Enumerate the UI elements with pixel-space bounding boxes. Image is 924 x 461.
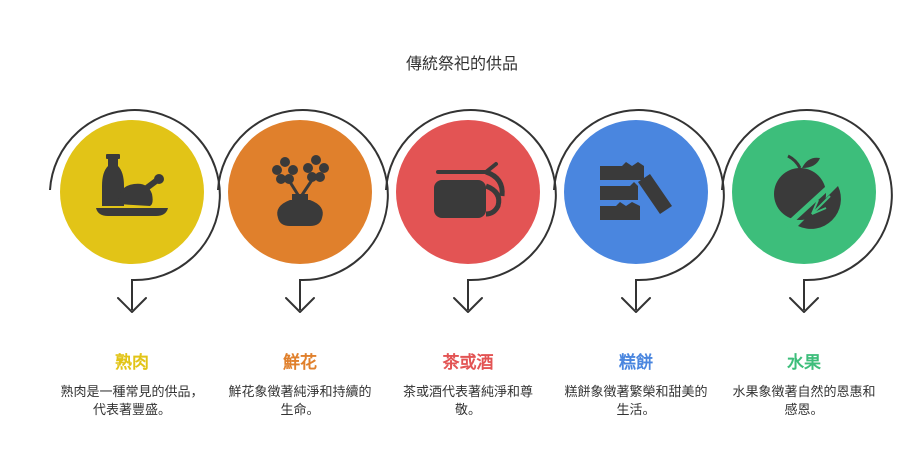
item-description-4: 糕餅象徵著繁榮和甜美的生活。 [564,385,708,418]
arrow-down-icon [789,297,819,313]
roast-chicken-icon [96,154,168,216]
connector-arc-5 [721,109,893,310]
cakes-icon [600,162,672,220]
item-description-1: 熟肉是一種常見的供品，代表著豐盛。 [60,385,204,418]
item-label-4: 糕餅 [619,353,653,373]
arrow-down-icon [117,297,147,313]
connector-arc-4 [553,109,725,310]
item-label-1: 熟肉 [115,353,149,373]
item-label-5: 水果 [787,353,821,373]
fruit-icon [774,154,841,229]
item-description-5: 水果象徵著自然的恩惠和感恩。 [732,385,876,418]
item-circle-2 [228,120,372,264]
arrow-down-icon [453,297,483,313]
item-label-3: 茶或酒 [442,353,494,373]
arrow-down-icon [621,297,651,313]
connector-arc-3 [385,109,557,310]
flower-vase-icon [272,155,329,226]
item-description-2: 鮮花象徵著純淨和持續的生命。 [228,385,372,418]
item-label-2: 鮮花 [283,353,317,373]
connector-arc-1 [49,109,221,310]
teapot-icon [434,162,505,218]
item-description-3: 茶或酒代表著純淨和尊敬。 [402,385,533,418]
diagram-title: 傳統祭祀的供品 [405,54,518,73]
connector-arc-2 [217,109,389,310]
arrow-down-icon [285,297,315,313]
